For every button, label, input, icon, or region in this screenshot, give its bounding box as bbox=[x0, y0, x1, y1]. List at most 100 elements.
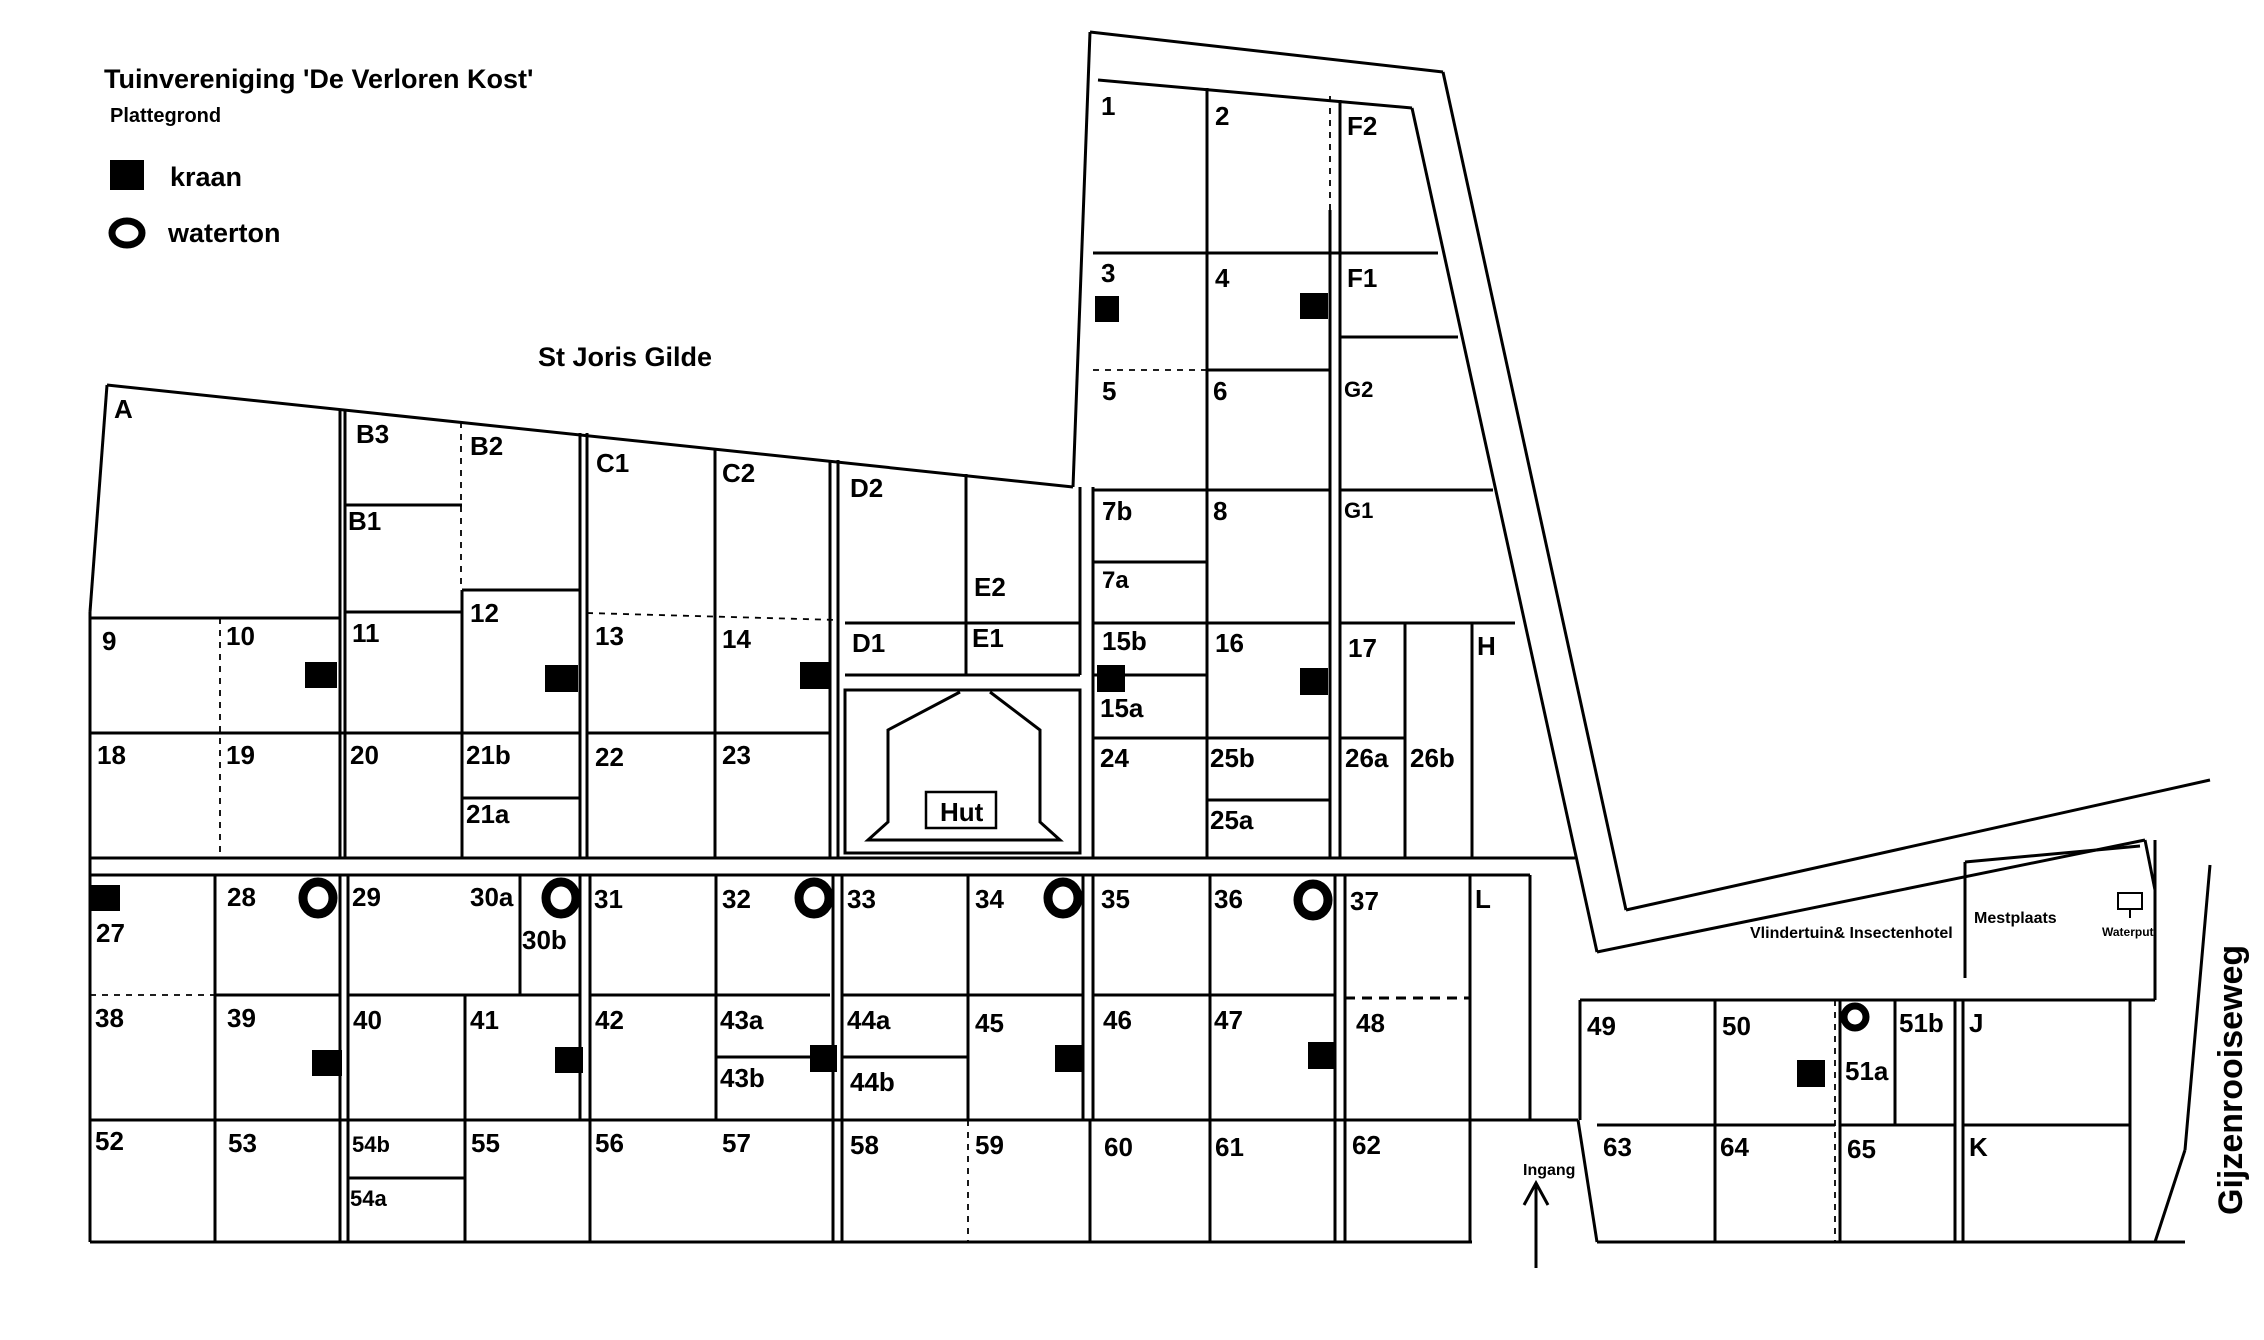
plot-label: D2 bbox=[850, 473, 883, 503]
plot-label: B1 bbox=[348, 506, 381, 536]
plot-label: 55 bbox=[471, 1128, 500, 1158]
plot-label: 11 bbox=[352, 618, 380, 648]
kraan-icon bbox=[1797, 1060, 1825, 1087]
plot-label: 62 bbox=[1352, 1130, 1381, 1160]
plot-label: 56 bbox=[595, 1128, 624, 1158]
plot-label: 10 bbox=[226, 621, 255, 651]
plot-label: 30a bbox=[470, 882, 514, 912]
plot-label: 30b bbox=[522, 925, 567, 955]
plot-label: 14 bbox=[722, 624, 751, 654]
lower-block-plots bbox=[90, 875, 1530, 1242]
plot-label: 2 bbox=[1215, 101, 1229, 131]
waterton-legend-icon bbox=[108, 217, 146, 249]
entrance-arrow bbox=[1522, 1179, 1550, 1268]
hut-label: Hut bbox=[940, 797, 984, 827]
plot-label: F1 bbox=[1347, 263, 1377, 293]
plot-label: 53 bbox=[228, 1128, 257, 1158]
plot-label: 43a bbox=[720, 1005, 764, 1035]
plot-label: 9 bbox=[102, 626, 116, 656]
waterput-icon bbox=[2117, 892, 2143, 918]
plot-label: 36 bbox=[1214, 884, 1243, 914]
plot-label: 7a bbox=[1102, 567, 1129, 594]
plot-label: 8 bbox=[1213, 496, 1227, 526]
legend-kraan-label: kraan bbox=[170, 162, 242, 192]
plot-label: 32 bbox=[722, 884, 751, 914]
plot-label: F2 bbox=[1347, 111, 1377, 141]
plot-label: 64 bbox=[1720, 1132, 1749, 1162]
plot-label: G2 bbox=[1344, 377, 1373, 402]
plot-labels: 1 2 F2 3 4 F1 5 6 G2 7b 7a 8 G1 A B3 B2 … bbox=[95, 91, 1988, 1211]
plot-label: J bbox=[1969, 1008, 1983, 1038]
waterton-icon bbox=[1840, 1002, 1870, 1032]
plot-label: 59 bbox=[975, 1130, 1004, 1160]
plot-label: 44a bbox=[847, 1005, 891, 1035]
plot-label: 37 bbox=[1350, 886, 1379, 916]
plot-label: 54b bbox=[352, 1132, 390, 1157]
neighbour-st-joris-gilde: St Joris Gilde bbox=[538, 342, 712, 372]
plot-label: 45 bbox=[975, 1008, 1004, 1038]
vlindertuin-label: Vlindertuin& Insectenhotel bbox=[1750, 925, 1953, 942]
waterton-icon bbox=[541, 877, 581, 919]
plot-label: 18 bbox=[97, 740, 126, 770]
watertonnen bbox=[298, 877, 1870, 1032]
plot-label: 52 bbox=[95, 1126, 124, 1156]
plot-label: 15a bbox=[1100, 693, 1144, 723]
plot-label: 19 bbox=[226, 740, 255, 770]
plot-label: 44b bbox=[850, 1067, 895, 1097]
hut-area bbox=[843, 688, 1082, 855]
plot-label: 22 bbox=[595, 742, 624, 772]
waterton-icon bbox=[794, 877, 834, 919]
kraan-icon bbox=[1300, 668, 1328, 695]
plot-label: 23 bbox=[722, 740, 751, 770]
kranen bbox=[90, 293, 1825, 1087]
plot-label: 17 bbox=[1348, 633, 1377, 663]
kraan-icon bbox=[555, 1047, 583, 1073]
plot-label: 24 bbox=[1100, 743, 1129, 773]
waterton-icon bbox=[298, 877, 338, 919]
waterton-icon bbox=[1043, 877, 1083, 919]
plot-label: 58 bbox=[850, 1130, 879, 1160]
plot-label: 15b bbox=[1102, 626, 1147, 656]
plot-label: 65 bbox=[1847, 1134, 1876, 1164]
plot-label: 34 bbox=[975, 884, 1004, 914]
plot-label: 46 bbox=[1103, 1005, 1132, 1035]
plot-label: 26a bbox=[1345, 743, 1389, 773]
plot-label: 26b bbox=[1410, 743, 1455, 773]
plot-label: 51a bbox=[1845, 1056, 1889, 1086]
kraan-icon bbox=[305, 662, 337, 688]
plot-label: 6 bbox=[1213, 376, 1227, 406]
plot-label: 21a bbox=[466, 799, 510, 829]
mestplaats-label: Mestplaats bbox=[1974, 910, 2057, 927]
plot-label: G1 bbox=[1344, 498, 1373, 523]
plot-label: 60 bbox=[1104, 1132, 1133, 1162]
plot-label: C2 bbox=[722, 458, 755, 488]
plot-label: 63 bbox=[1603, 1132, 1632, 1162]
plot-label: 25b bbox=[1210, 743, 1255, 773]
kraan-icon bbox=[1300, 293, 1328, 319]
plot-label: 13 bbox=[595, 621, 624, 651]
plot-label: 4 bbox=[1215, 263, 1230, 293]
plot-label: 31 bbox=[594, 884, 623, 914]
map-title: Tuinvereniging 'De Verloren Kost' bbox=[104, 64, 533, 94]
plot-label: 49 bbox=[1587, 1011, 1616, 1041]
plot-label: 12 bbox=[470, 598, 499, 628]
legend-waterton-label: waterton bbox=[167, 218, 281, 248]
plot-label: 50 bbox=[1722, 1011, 1751, 1041]
plot-label: 16 bbox=[1215, 628, 1244, 658]
plot-label: 43b bbox=[720, 1063, 765, 1093]
plot-label: 40 bbox=[353, 1005, 382, 1035]
plot-label: D1 bbox=[852, 628, 885, 658]
plot-label: H bbox=[1477, 631, 1496, 661]
north-strip-plots bbox=[1092, 88, 1515, 858]
plot-label: 28 bbox=[227, 882, 256, 912]
plot-label: C1 bbox=[596, 448, 629, 478]
plot-label: 38 bbox=[95, 1003, 124, 1033]
plot-label: 27 bbox=[96, 918, 125, 948]
kraan-icon bbox=[1308, 1042, 1336, 1069]
plot-label: 25a bbox=[1210, 805, 1254, 835]
plot-label: 41 bbox=[470, 1005, 499, 1035]
plot-label: 61 bbox=[1215, 1132, 1244, 1162]
plot-label: E2 bbox=[974, 572, 1006, 602]
plot-label: 5 bbox=[1102, 376, 1116, 406]
